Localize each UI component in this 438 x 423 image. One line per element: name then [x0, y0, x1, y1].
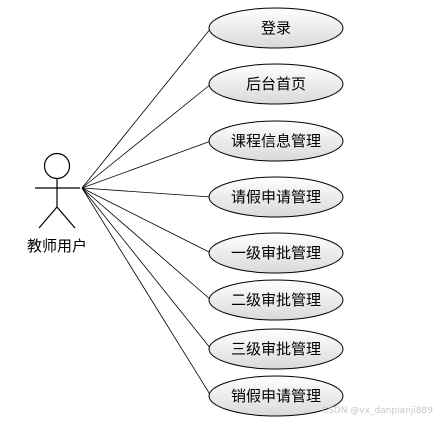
use-case-5-ellipse	[208, 232, 344, 274]
use-case-6: 二级审批管理	[208, 279, 344, 321]
actor-left-leg	[38, 206, 58, 229]
actor-head	[43, 152, 71, 180]
use-case-2: 后台首页	[208, 63, 344, 105]
actor-figure	[35, 152, 80, 229]
use-case-7: 三级审批管理	[208, 328, 344, 370]
association-line-2	[81, 83, 212, 189]
use-case-7-ellipse	[208, 328, 344, 370]
use-case-1-ellipse	[208, 7, 344, 49]
use-case-group: 登录后台首页课程信息管理请假申请管理一级审批管理二级审批管理三级审批管理销假申请…	[208, 7, 344, 417]
use-case-2-label: 后台首页	[246, 75, 306, 93]
use-case-2-ellipse	[208, 63, 344, 105]
use-case-4-ellipse	[208, 176, 344, 218]
association-line-1	[81, 27, 212, 189]
use-case-5-label: 一级审批管理	[231, 244, 321, 262]
use-case-3-label: 课程信息管理	[231, 132, 321, 150]
watermark: CSDN @vx_danpianji889	[322, 406, 433, 416]
use-case-4: 请假申请管理	[208, 176, 344, 218]
use-case-8: 销假申请管理	[208, 375, 344, 417]
use-case-3: 课程信息管理	[208, 120, 344, 162]
use-case-3-ellipse	[208, 120, 344, 162]
use-case-8-label: 销假申请管理	[231, 387, 321, 405]
association-line-3	[81, 140, 212, 189]
use-case-8-ellipse	[208, 375, 344, 417]
use-case-6-label: 二级审批管理	[231, 291, 321, 309]
use-case-7-label: 三级审批管理	[231, 340, 321, 358]
actor-right-leg	[56, 206, 76, 229]
use-case-1: 登录	[208, 7, 344, 49]
association-line-5	[81, 187, 212, 254]
use-case-6-ellipse	[208, 279, 344, 321]
actor-label: 教师用户	[27, 237, 87, 255]
association-lines	[81, 27, 212, 397]
association-line-4	[81, 187, 212, 198]
association-line-8	[81, 187, 212, 397]
use-case-4-label: 请假申请管理	[231, 188, 321, 206]
use-case-5: 一级审批管理	[208, 232, 344, 274]
association-line-7	[81, 187, 212, 350]
association-line-6	[81, 187, 212, 301]
use-case-1-label: 登录	[261, 19, 291, 37]
